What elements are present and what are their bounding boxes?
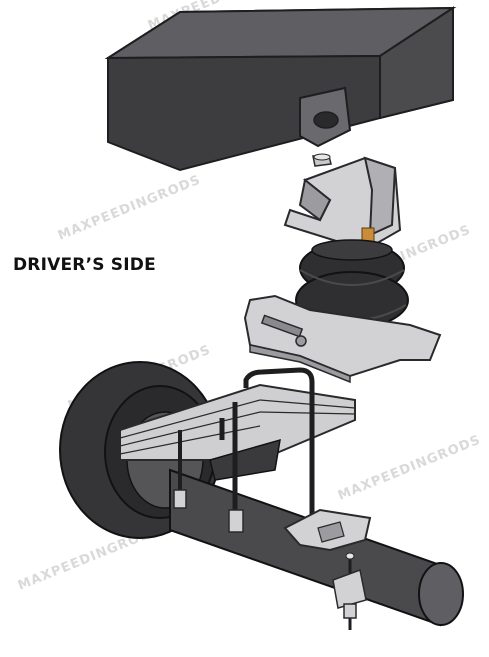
spring-perch xyxy=(209,438,281,481)
watermark-2: MAXPEEDINGRODS xyxy=(56,173,203,244)
axle-clamp-bolt xyxy=(332,552,367,630)
lower-bracket-bolt xyxy=(260,314,304,338)
u-bolt-nut-1 xyxy=(228,509,244,533)
frame-rail-end-face xyxy=(379,6,454,120)
u-bolts xyxy=(173,367,315,533)
frame-bracket-slot xyxy=(313,111,339,129)
u-bolt-nut-2 xyxy=(173,489,187,509)
lower-bracket-nut xyxy=(295,335,307,347)
frame-rail-front-face xyxy=(107,54,381,172)
lower-bracket xyxy=(243,294,442,384)
watermark-6: MAXPEEDINGRODS xyxy=(336,433,483,504)
drivers-side-label: DRIVER’S SIDE xyxy=(13,255,156,275)
frame-rail xyxy=(104,6,457,172)
upper-bracket xyxy=(283,156,402,252)
upper-nut xyxy=(312,153,332,167)
axle-clamp xyxy=(283,508,372,552)
